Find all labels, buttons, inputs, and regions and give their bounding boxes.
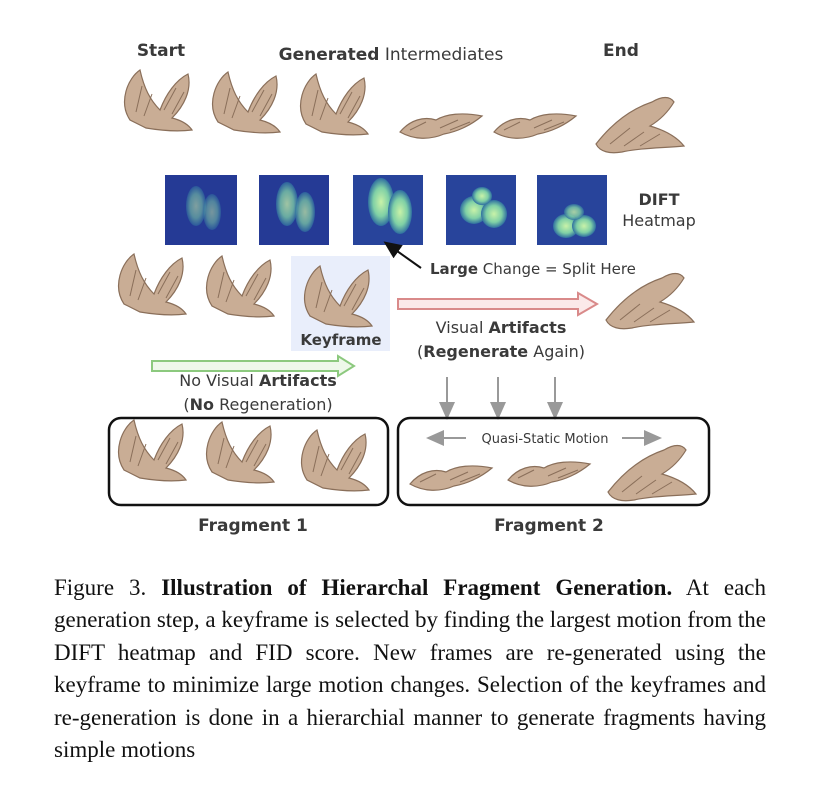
change-split-text: Change = Split Here — [478, 260, 636, 278]
no-visual-word: No Visual — [179, 371, 259, 390]
fragment-2-bird-3 — [607, 444, 697, 502]
no-word: No — [190, 395, 214, 414]
quasi-static-label: Quasi-Static Motion — [482, 432, 609, 447]
bird-frame-2 — [211, 71, 281, 134]
caption-body: At each generation step, a keyframe is s… — [54, 575, 766, 763]
end-label: End — [603, 41, 639, 61]
bird-frame-end — [595, 96, 685, 154]
visual-word: Visual — [436, 318, 489, 337]
heatmap-4 — [446, 175, 516, 245]
dift-heatmaps — [165, 175, 607, 245]
regenerate-again-label: (Regenerate Again) — [417, 342, 585, 361]
no-regen-open-paren: ( — [183, 395, 189, 414]
top-row-frames — [123, 69, 685, 154]
generated-word: Generated — [279, 45, 380, 65]
artifacts-word: Artifacts — [489, 318, 567, 337]
heatmap-label: Heatmap — [622, 211, 696, 230]
bird-mid-end — [605, 272, 695, 330]
bird-frame-4 — [399, 113, 483, 139]
fragment-2-bird-2 — [507, 461, 591, 487]
large-change-label: Large Change = Split Here — [430, 260, 636, 278]
heatmap-1 — [165, 175, 237, 245]
no-visual-artifacts-label: No Visual Artifacts — [179, 371, 337, 390]
fragment-1-bird-3 — [300, 429, 370, 492]
red-arrow — [397, 291, 599, 317]
again-word: Again) — [528, 342, 585, 361]
dift-label: DIFT — [638, 190, 679, 209]
keyframe-label: Keyframe — [300, 331, 381, 349]
heatmap-3 — [353, 175, 423, 245]
regeneration-word: Regeneration) — [214, 395, 333, 414]
regeneration-arrows — [439, 377, 563, 420]
caption-prefix: Figure 3. — [54, 575, 162, 600]
regenerate-word: Regenerate — [423, 342, 528, 361]
figure-illustration: Start Generated Intermediates End — [107, 41, 711, 536]
figure-caption: Figure 3. Illustration of Hierarchal Fra… — [54, 572, 766, 766]
heatmap-5 — [537, 175, 607, 245]
caption-title: Illustration of Hierarchal Fragment Gene… — [161, 575, 673, 600]
bird-frame-5 — [493, 113, 577, 139]
green-arrow — [151, 354, 356, 378]
bird-mid-1 — [117, 253, 187, 316]
large-word: Large — [430, 260, 478, 278]
generated-intermediates-label: Generated Intermediates — [279, 45, 504, 65]
fragment-2-bird-1 — [409, 465, 493, 491]
start-label: Start — [137, 41, 185, 61]
no-regeneration-label: (No Regeneration) — [183, 395, 332, 414]
regen-open-paren: ( — [417, 342, 423, 361]
fragment-1-box — [107, 416, 390, 507]
heatmap-2 — [259, 175, 329, 245]
fragment-1-bird-2 — [205, 421, 275, 484]
visual-artifacts-label: Visual Artifacts — [436, 318, 567, 337]
split-arrow — [383, 241, 422, 269]
fragment-2-label: Fragment 2 — [494, 516, 604, 536]
fragment-1-label: Fragment 1 — [198, 516, 308, 536]
bird-frame-start — [123, 69, 193, 132]
no-artifacts-word: Artifacts — [259, 371, 337, 390]
intermediates-word: Intermediates — [379, 45, 503, 65]
bird-mid-2 — [205, 255, 275, 318]
fragment-1-bird-1 — [117, 419, 187, 482]
bird-frame-3 — [299, 73, 369, 136]
fragment-2-box — [396, 416, 711, 507]
